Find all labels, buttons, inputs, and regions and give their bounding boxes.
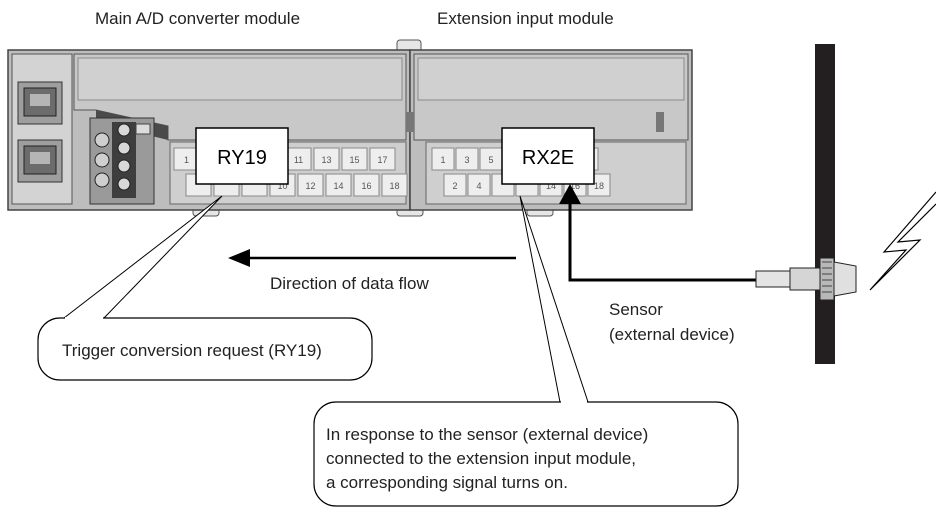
sensor-label: Sensor — [609, 300, 663, 319]
terminal-number: 10 — [277, 181, 287, 191]
terminal-number: 15 — [349, 155, 359, 165]
ethernet-port-1 — [17, 81, 63, 125]
terminal-cell — [325, 173, 352, 197]
response-callout-line-3: a corresponding signal turns on. — [326, 473, 568, 492]
ry19-label: RY19 — [217, 147, 267, 169]
main-module-title: Main A/D converter module — [95, 9, 300, 28]
terminal-number: 11 — [294, 155, 303, 165]
terminal-number: 14 — [546, 181, 556, 191]
data-flow-label: Direction of data flow — [270, 274, 429, 293]
terminal-number: 17 — [377, 155, 387, 165]
response-callout-pointer — [519, 195, 589, 403]
terminal-number: 12 — [305, 181, 315, 191]
terminal-cell — [369, 147, 396, 171]
sensor-signal-arrow — [559, 184, 581, 204]
terminal-number: 16 — [570, 181, 580, 191]
extension-module-title: Extension input module — [437, 9, 614, 28]
sensor-sublabel: (external device) — [609, 325, 735, 344]
terminal-number: 2 — [452, 181, 457, 191]
terminal-cell — [467, 173, 491, 197]
terminal-number: 18 — [594, 181, 604, 191]
ethernet-port-2 — [17, 139, 63, 183]
ry19-label-box — [195, 127, 289, 185]
rx2e-label-box — [501, 127, 595, 185]
terminal-cell — [297, 173, 324, 197]
sensor-device-icon — [755, 257, 857, 301]
terminal-number: 3 — [464, 155, 469, 165]
detection-lightning-icon — [869, 191, 936, 291]
rx2e-label: RX2E — [522, 147, 574, 169]
terminal-cell — [341, 147, 368, 171]
sensor-cable — [568, 196, 770, 282]
terminal-cell — [381, 173, 408, 197]
terminal-cell — [313, 147, 340, 171]
terminal-number: 18 — [389, 181, 399, 191]
response-callout-line-2: connected to the extension input module, — [326, 449, 636, 468]
terminal-number: 1 — [184, 155, 189, 165]
terminal-number: 4 — [476, 181, 481, 191]
trigger-callout-pointer — [63, 195, 223, 319]
terminal-number: 5 — [488, 155, 493, 165]
terminal-number: 16 — [361, 181, 371, 191]
terminal-cell — [443, 173, 467, 197]
terminal-number: 1 — [440, 155, 445, 165]
terminal-number: 13 — [321, 155, 331, 165]
data-flow-arrow — [228, 249, 516, 267]
terminal-cell — [353, 173, 380, 197]
trigger-callout-text: Trigger conversion request (RY19) — [62, 341, 322, 360]
power-terminal-block — [89, 117, 155, 205]
response-callout-line-1: In response to the sensor (external devi… — [326, 425, 648, 444]
response-callout — [313, 401, 739, 507]
mounting-pole — [815, 44, 835, 364]
trigger-callout — [37, 317, 373, 381]
terminal-cell — [431, 147, 455, 171]
terminal-number: 14 — [333, 181, 343, 191]
terminal-cell — [455, 147, 479, 171]
